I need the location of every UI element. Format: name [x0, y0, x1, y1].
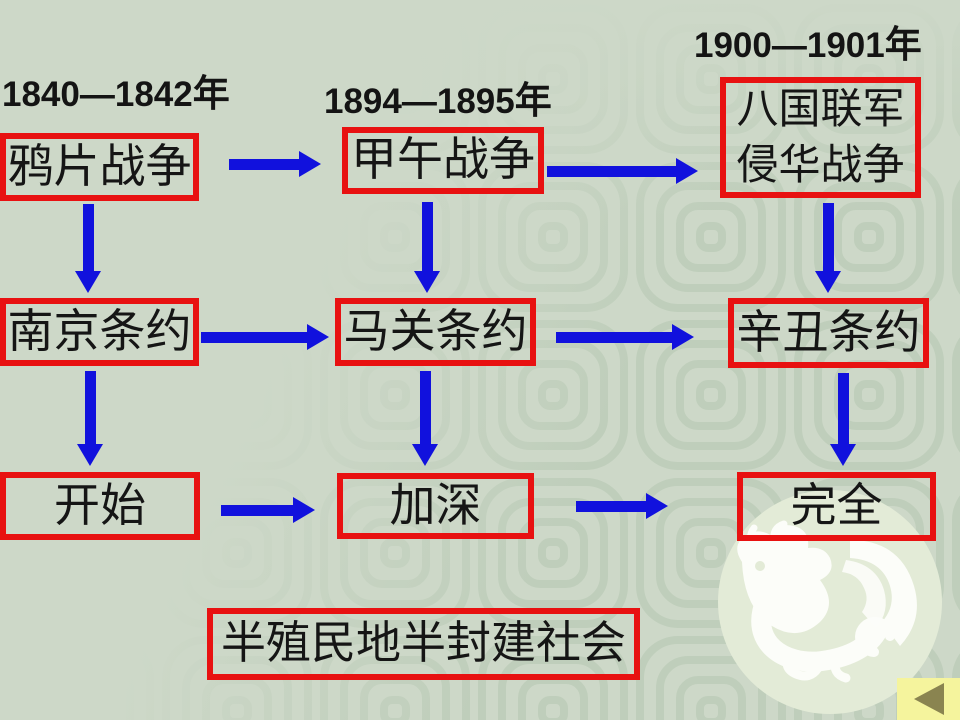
back-button[interactable] [897, 678, 960, 720]
stage-begin-label: 开始 [54, 479, 146, 531]
eight-nation-alliance-war-box: 八国联军 侵华战争 [720, 77, 921, 198]
stage-deepen-box: 加深 [337, 473, 534, 539]
xinchou-treaty-label: 辛丑条约 [736, 306, 921, 358]
arrow-eight-nation-to-xinchou [815, 203, 841, 293]
period-year-suffix-3: 年 [884, 25, 922, 66]
xinchou-treaty-box: 辛丑条约 [728, 298, 929, 368]
arrow-opium-to-jiawu [229, 151, 321, 177]
arrow-maguan-to-xinchou [556, 324, 694, 350]
jiawu-war-label: 甲午战争 [351, 134, 535, 186]
period-label-2: 1894—1895年 [324, 82, 552, 122]
arrow-jiawu-to-eight-nation [547, 158, 698, 184]
eight-nation-war-line-2: 侵华战争 [736, 142, 905, 189]
nanjing-treaty-box: 南京条约 [0, 298, 199, 366]
conclusion-label: 半殖民地半封建社会 [220, 618, 626, 669]
period-year-suffix-1: 年 [192, 74, 230, 115]
opium-war-box: 鸦片战争 [0, 133, 199, 201]
maguan-treaty-label: 马关条约 [343, 305, 528, 357]
arrow-opium-to-nanjing [75, 204, 101, 293]
arrow-begin-to-deepen [221, 497, 315, 523]
stage-complete-box: 完全 [737, 472, 936, 541]
stage-deepen-label: 加深 [389, 479, 482, 531]
opium-war-label: 鸦片战争 [7, 140, 192, 192]
stage-begin-box: 开始 [0, 472, 200, 540]
jiawu-war-box: 甲午战争 [342, 127, 544, 194]
period-label-3: 1900—1901年 [694, 26, 922, 66]
arrow-nanjing-to-begin [77, 371, 103, 466]
period-years-2: 1894—1895 [324, 82, 515, 121]
arrow-nanjing-to-maguan [201, 324, 329, 350]
arrow-jiawu-to-maguan [414, 202, 440, 293]
arrow-deepen-to-complete [576, 493, 668, 519]
stage-complete-label: 完全 [790, 480, 883, 532]
period-years-3: 1900—1901 [694, 26, 885, 65]
period-label-1: 1840—1842年 [2, 75, 230, 115]
arrow-maguan-to-deepen [412, 371, 438, 466]
period-year-suffix-2: 年 [514, 81, 552, 122]
period-years-1: 1840—1842 [2, 75, 193, 114]
arrow-xinchou-to-complete [830, 373, 856, 466]
nanjing-treaty-label: 南京条约 [7, 305, 192, 357]
maguan-treaty-box: 马关条约 [335, 298, 536, 366]
eight-nation-war-line-1: 八国联军 [736, 86, 905, 133]
conclusion-box: 半殖民地半封建社会 [207, 608, 640, 680]
back-icon [913, 683, 944, 715]
